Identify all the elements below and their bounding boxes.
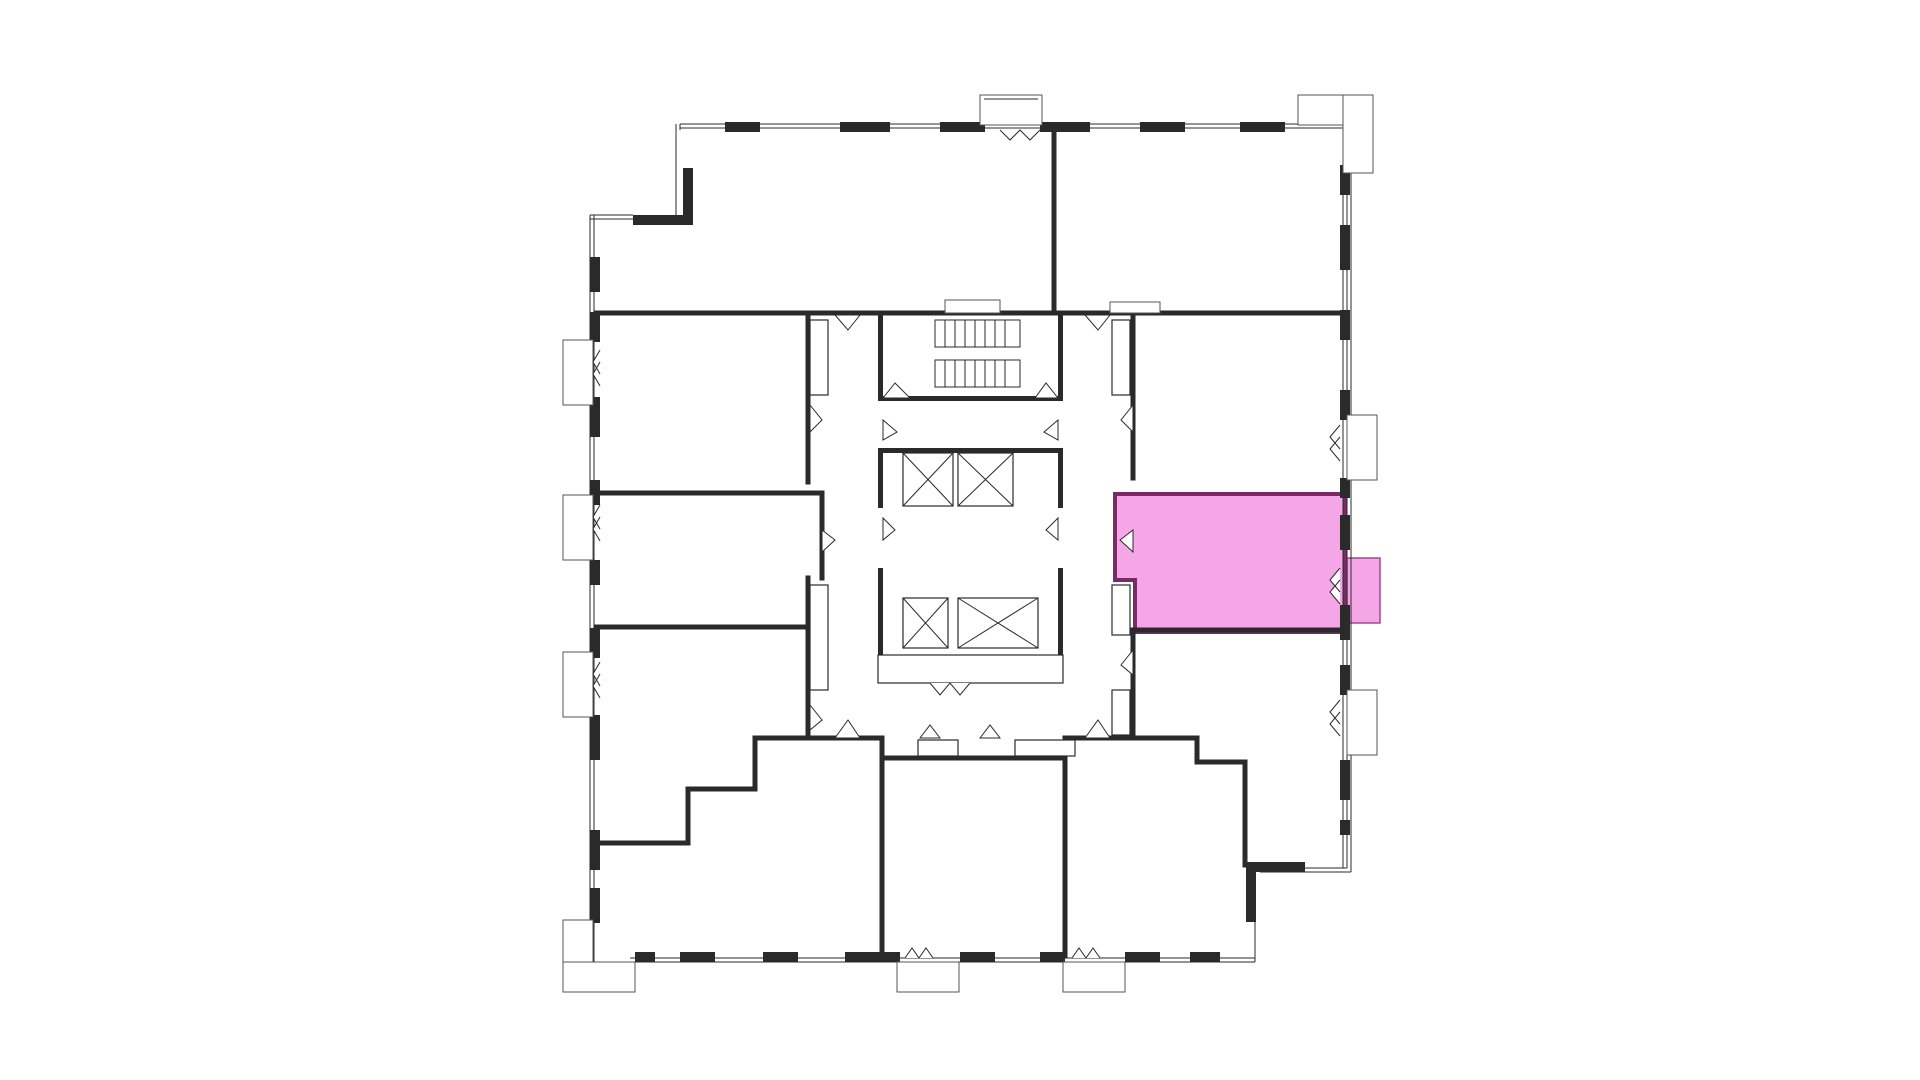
balcony-east-1 bbox=[1346, 414, 1378, 481]
unit-north-east[interactable] bbox=[1058, 130, 1343, 313]
unit-south-center[interactable] bbox=[883, 759, 1066, 958]
doors bbox=[809, 314, 1134, 739]
elevator-3 bbox=[902, 597, 949, 649]
balcony-south-1 bbox=[896, 961, 960, 993]
unit-east-3[interactable] bbox=[1135, 632, 1343, 867]
building-core bbox=[809, 299, 1161, 757]
unit-east-2-balcony-highlight bbox=[1346, 557, 1381, 624]
balcony-south-2 bbox=[1062, 961, 1126, 993]
exterior-walls bbox=[589, 122, 1352, 965]
balcony-west-3 bbox=[562, 651, 594, 718]
unit-west-2[interactable] bbox=[597, 494, 822, 627]
balcony-west-2 bbox=[562, 494, 594, 561]
unit-west-1[interactable] bbox=[597, 316, 814, 492]
balcony-west-1 bbox=[562, 339, 594, 406]
balconies bbox=[562, 94, 1378, 993]
balcony-north bbox=[979, 94, 1043, 126]
unit-east-1[interactable] bbox=[1135, 316, 1343, 492]
elevator-2 bbox=[957, 452, 1014, 507]
elevator-4 bbox=[957, 597, 1039, 649]
balcony-east-3 bbox=[1346, 689, 1378, 756]
unit-east-2-highlight[interactable] bbox=[1113, 492, 1347, 634]
stair-icon bbox=[934, 319, 1021, 388]
elevator-1 bbox=[902, 452, 954, 507]
